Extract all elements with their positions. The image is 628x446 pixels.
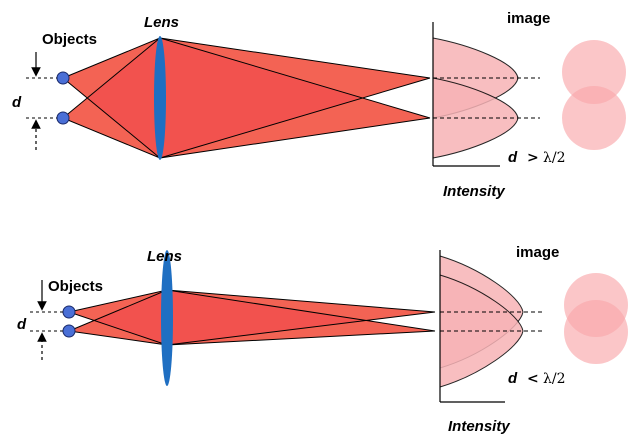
bottom-objects-label: Objects (48, 278, 103, 295)
top-image-spot-upper (562, 40, 626, 104)
top-relation-lambda: λ/2 (543, 150, 566, 166)
panel-top: Lens Objects d image Intensity d > λ/2 (12, 10, 626, 200)
top-d-label: d (12, 94, 22, 111)
bottom-red-beam-lower (69, 290, 435, 345)
top-lens-label: Lens (144, 14, 179, 31)
bottom-object-lower (62, 324, 76, 338)
bottom-image-spot-lower (564, 300, 628, 364)
bottom-relation-lambda: λ/2 (543, 371, 566, 387)
bottom-intensity-peak-lower (439, 274, 524, 388)
bottom-ray-lines (68, 289, 436, 346)
top-ray-lines (62, 37, 431, 159)
bottom-relation-op: < (527, 371, 539, 387)
top-relation-d: d (508, 149, 518, 166)
bottom-image-label: image (516, 244, 559, 261)
bottom-relation-d: d (508, 370, 518, 387)
bottom-d-label: d (17, 316, 27, 333)
top-object-lower (56, 111, 70, 125)
bottom-lens-label: Lens (147, 248, 182, 265)
bottom-lens (161, 250, 173, 386)
top-image-spot-lower (562, 86, 626, 150)
bottom-object-upper (62, 305, 76, 319)
top-lens (154, 36, 166, 160)
top-relation: d > λ/2 (508, 149, 566, 166)
panel-bottom: Lens Objects d image Intensity d < λ/2 (17, 244, 628, 435)
bottom-intensity-label: Intensity (448, 418, 510, 435)
top-image-label: image (507, 10, 550, 27)
top-relation-op: > (527, 150, 539, 166)
top-object-upper (56, 71, 70, 85)
top-objects-label: Objects (42, 31, 97, 48)
bottom-relation: d < λ/2 (508, 370, 566, 387)
top-intensity-label: Intensity (443, 183, 505, 200)
